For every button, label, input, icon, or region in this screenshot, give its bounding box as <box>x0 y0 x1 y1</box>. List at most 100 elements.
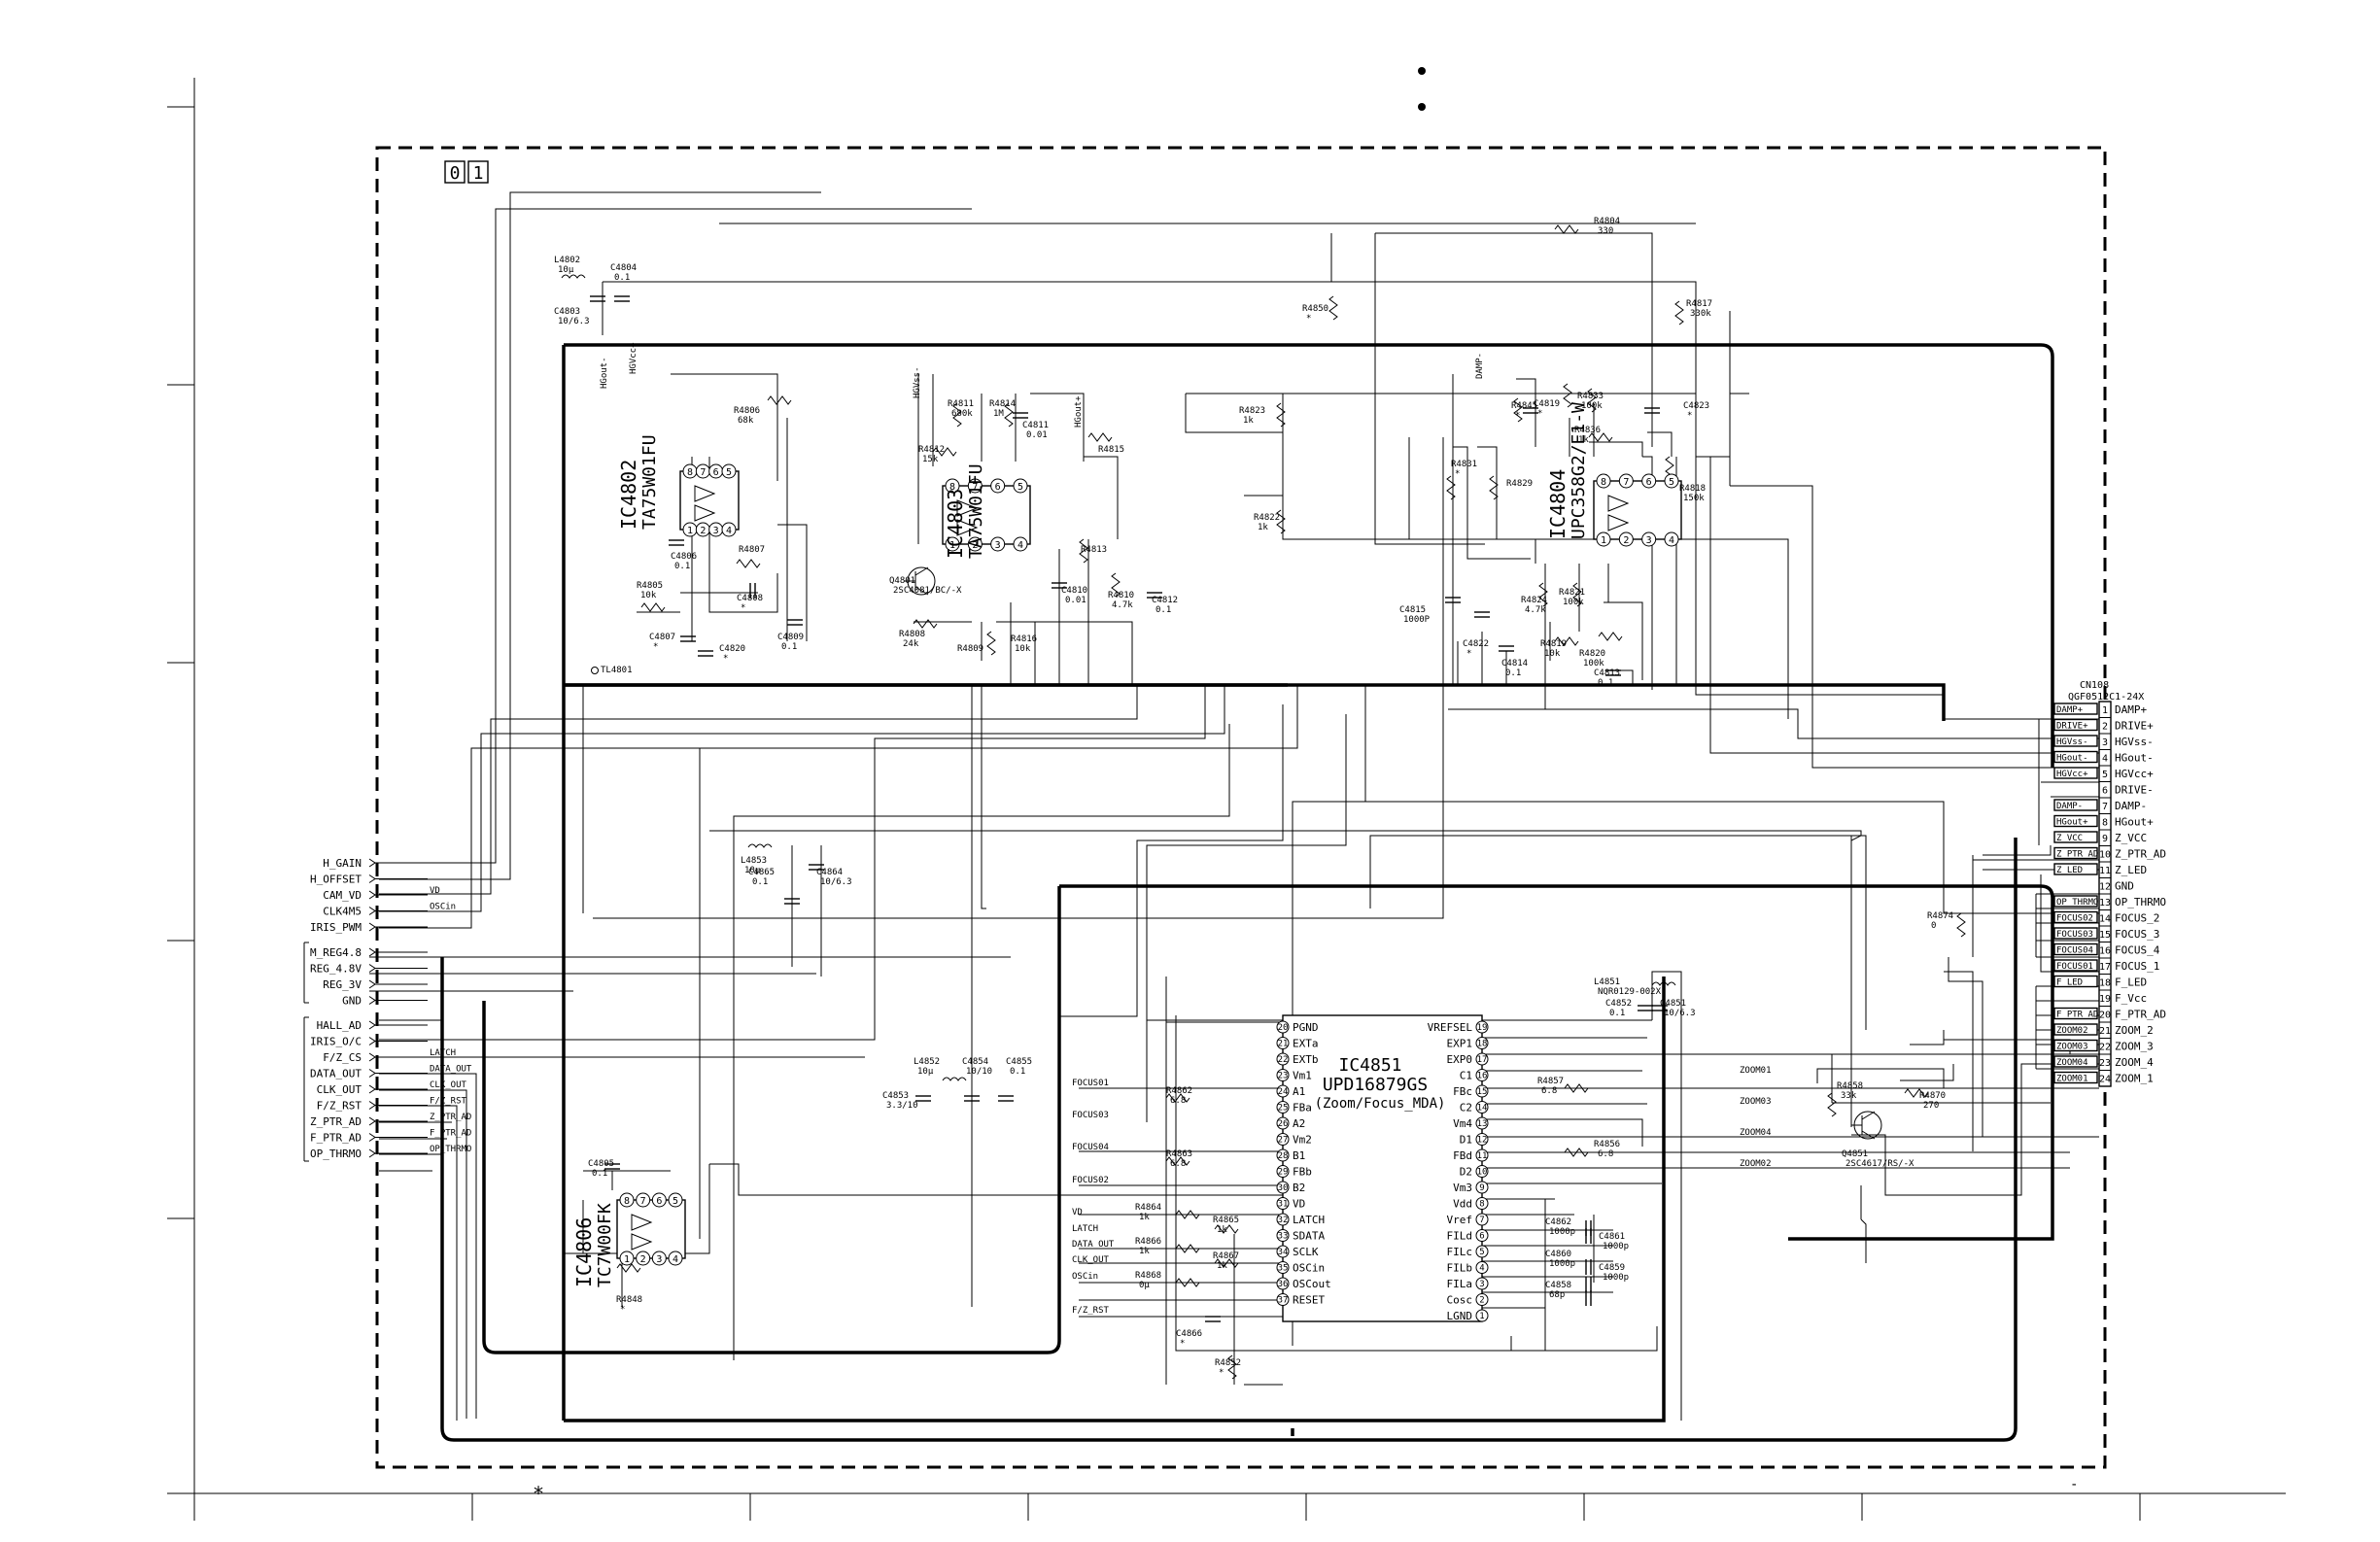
ic4851-pin <box>1475 1069 1489 1081</box>
left-signal-arrow <box>368 964 376 973</box>
left-signal-name: HALL_AD <box>317 1019 362 1032</box>
component-value: 10µ <box>917 1067 934 1077</box>
connector-net-tag <box>2053 927 2098 940</box>
small-ic-pin <box>619 1192 635 1208</box>
left-signal-name: DATA_OUT <box>310 1068 362 1080</box>
section-label-digit: 0 <box>450 163 461 184</box>
component-value: 0.1 <box>674 562 690 571</box>
small-ic-pin <box>967 478 983 494</box>
component-ref: R4850 <box>1302 304 1328 314</box>
component-ref: R4862 <box>1166 1086 1192 1096</box>
connector-pin-name: HGVcc+ <box>2115 768 2154 780</box>
ic4851-pin-name: B2 <box>1293 1182 1305 1194</box>
small-ic-pin-number: 5 <box>673 1196 678 1207</box>
ic4851-pin-number: 11 <box>1477 1151 1488 1161</box>
ic4851-pin <box>1475 1197 1489 1210</box>
net-label: FOCUS04 <box>1072 1143 1109 1152</box>
ic4851-pin-name: RESET <box>1293 1294 1325 1307</box>
ic4851-pin-name: Vm4 <box>1453 1117 1472 1130</box>
connector-pin-name: FOCUS_2 <box>2115 912 2159 925</box>
left-signal-arrow <box>368 922 376 932</box>
component-value: * <box>1515 411 1520 421</box>
net-label: ZOOM02 <box>1740 1159 1772 1169</box>
component-value: 6.8 <box>1598 1149 1613 1159</box>
small-ic-pin <box>636 1192 651 1208</box>
ic4851-pin-name: LGND <box>1447 1310 1473 1322</box>
ic4851-pin <box>1475 1148 1489 1162</box>
component-value: 330 <box>1598 226 1613 236</box>
ic4851-pin <box>1475 1133 1489 1146</box>
component-ref: R4833 <box>1577 392 1604 401</box>
ic4851-pin-number: 26 <box>1278 1119 1289 1129</box>
section-label: 0 1 <box>444 160 489 184</box>
component-value: * <box>1687 411 1692 421</box>
component-ref: R4865 <box>1213 1216 1239 1225</box>
component-ref: C4852 <box>1605 999 1632 1009</box>
net-labels: HGout- HGVcc+ HGVss- HGout+ DAMP- FOCUS0… <box>600 342 1772 1316</box>
ic4851-pin-number: 23 <box>1278 1072 1289 1081</box>
component-ref: C4855 <box>1006 1057 1032 1067</box>
ic4851-pin <box>1475 1020 1489 1034</box>
left-signal-arrow <box>368 874 376 883</box>
component-ref: R4813 <box>1081 545 1107 555</box>
small-ic-pin <box>1596 531 1611 547</box>
resistor-symbols <box>616 224 1966 1380</box>
component-ref: C4822 <box>1463 639 1489 649</box>
left-signal-arrow <box>368 1069 376 1078</box>
connector-net-tag-label: HGout+ <box>2056 818 2088 828</box>
connector-net-tag-label: DAMP+ <box>2056 705 2084 715</box>
component-value: * <box>1219 1368 1224 1378</box>
component-ref: C4823 <box>1683 401 1709 411</box>
connector-pin-name: GND <box>2115 880 2134 893</box>
net-label: HGout+ <box>1074 395 1084 428</box>
ic4851-pin-name: LATCH <box>1293 1214 1325 1226</box>
left-signal-name: F_PTR_AD <box>310 1132 362 1145</box>
component-value: * <box>1180 1339 1185 1349</box>
net-label: LATCH <box>1072 1224 1098 1234</box>
component-ref: R4811 <box>948 399 974 409</box>
ic4851-pin <box>1276 1293 1290 1306</box>
component-value: 0 <box>1931 921 1936 931</box>
connector-pin-number: 13 <box>2099 898 2111 908</box>
ic4851-pin-number: 19 <box>1477 1023 1488 1033</box>
connector-net-tag-label: ZOOM02 <box>2056 1026 2088 1036</box>
ic4851-pin-name: A1 <box>1293 1085 1305 1098</box>
component-value: 10k <box>1544 649 1561 659</box>
component-ref: R4806 <box>734 406 760 416</box>
component-value: 10/6.3 <box>558 317 590 326</box>
component-value: 0.1 <box>1505 668 1521 678</box>
component-value: 0.1 <box>614 273 630 283</box>
component-value: 1000p <box>1603 1273 1629 1283</box>
connector-net-tag <box>2053 942 2098 956</box>
component-ref: R4857 <box>1537 1077 1564 1086</box>
inductor-l4851 <box>1651 981 1676 986</box>
component-ref: C4866 <box>1176 1329 1202 1339</box>
net-label: DAMP- <box>1475 353 1485 379</box>
ic4851-pin-number: 35 <box>1278 1264 1289 1274</box>
connector-net-tag-label: F_LED <box>2056 978 2083 988</box>
component-value: 1k <box>1258 523 1268 532</box>
ic4851-pin-name: FBa <box>1293 1102 1312 1114</box>
connector-net-tag <box>2053 814 2098 828</box>
ic4851-pin-number: 8 <box>1479 1200 1484 1210</box>
component-value: 0.01 <box>1026 430 1048 440</box>
component-ref: R4812 <box>918 445 945 455</box>
ic4851-pin <box>1475 1101 1489 1114</box>
ic4851-pin-number: 20 <box>1278 1023 1289 1033</box>
component-value: 0.1 <box>1010 1067 1025 1077</box>
component-ref: L4802 <box>554 256 580 265</box>
connector-ref: CN108 <box>2080 680 2109 691</box>
small-ic-ref: IC4802 <box>617 460 640 530</box>
small-ic-pin-number: 4 <box>673 1254 678 1265</box>
component-value: 10/6.3 <box>820 877 852 887</box>
inductor-l4853 <box>747 843 773 848</box>
connector-net-tag-label: Z_PTR_AD <box>2056 850 2098 860</box>
ic4851-pin-name: EXTa <box>1293 1038 1319 1050</box>
ic4851-pin <box>1276 1245 1290 1258</box>
connector-pin-name: DAMP- <box>2115 800 2147 812</box>
ic4851-pin-number: 25 <box>1278 1104 1289 1114</box>
ic4851-pin-number: 36 <box>1278 1280 1289 1289</box>
ic4851-pin-name: SCLK <box>1293 1246 1319 1258</box>
left-signal-arrow <box>368 1101 376 1110</box>
